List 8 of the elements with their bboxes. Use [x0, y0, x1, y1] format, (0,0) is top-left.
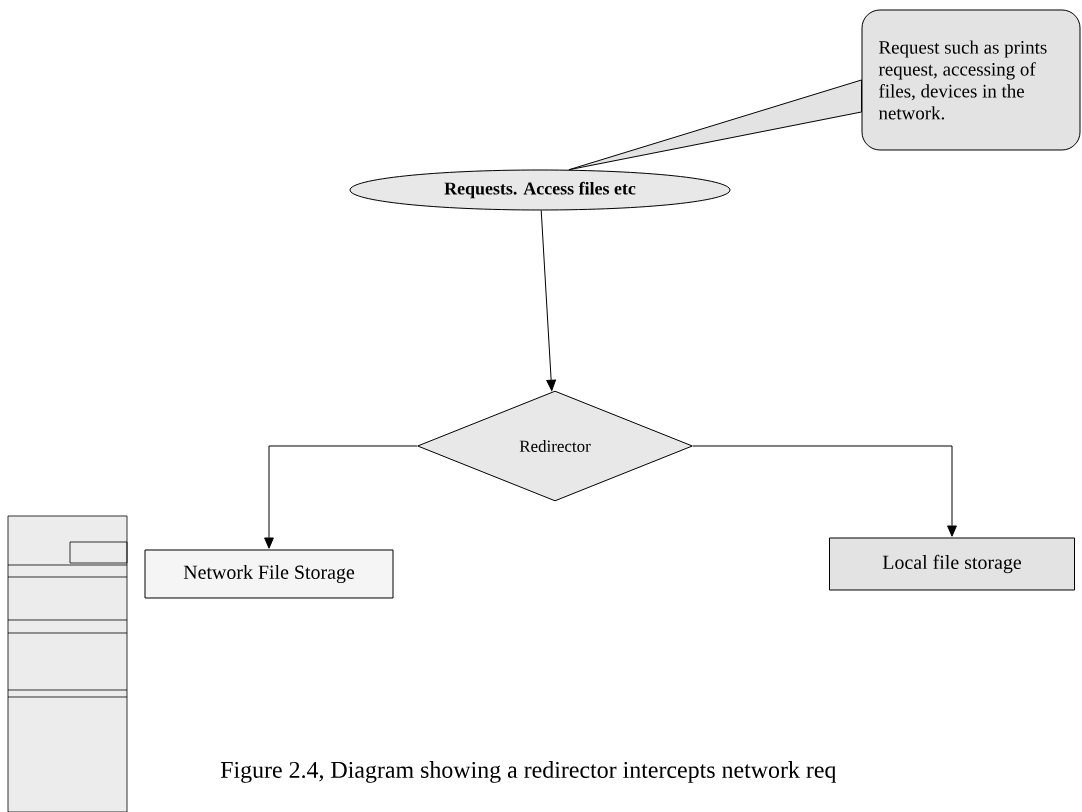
arrow [692, 445, 957, 537]
caption: Figure 2.4, Diagram showing a redirector intercepts network req [220, 761, 836, 783]
arrow [540, 210, 557, 391]
storage-box: Network File Storage [144, 549, 394, 599]
callout-box: Request such as prints request, accessing of files, devices in the network. [861, 9, 1081, 151]
storage-box: Local file storage [829, 537, 1075, 591]
arrow [264, 445, 418, 549]
callout-pointer [568, 79, 862, 171]
